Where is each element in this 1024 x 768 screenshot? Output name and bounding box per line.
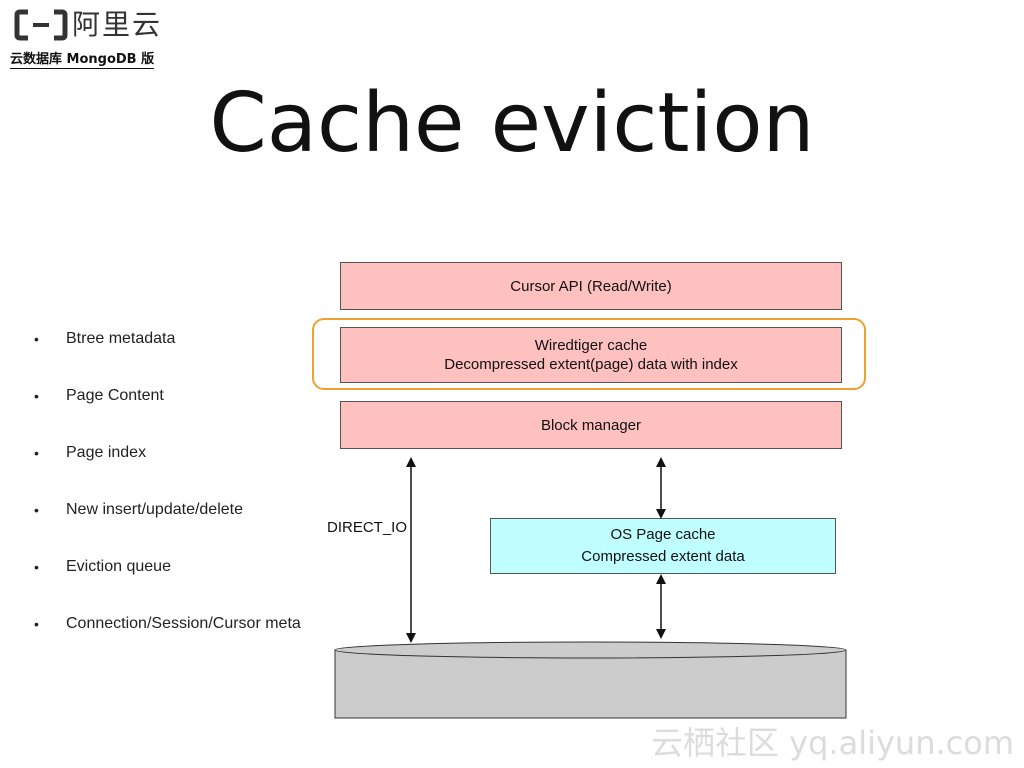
wiredtiger-cache-label: Wiredtiger cache bbox=[534, 337, 648, 354]
os-page-cache-description: Compressed extent data bbox=[581, 548, 745, 565]
block-manager-layer: Block manager bbox=[340, 401, 842, 449]
cache-contents-list: Btree metadata Page Content Page index N… bbox=[30, 328, 301, 670]
wiredtiger-cache-highlight bbox=[312, 318, 866, 390]
direct-io-label: DIRECT_IO bbox=[327, 519, 408, 536]
os-page-cache-layer: OS Page cache Compressed extent data bbox=[490, 518, 836, 574]
wiredtiger-cache-layer: Wiredtiger cache Decompressed extent(pag… bbox=[340, 327, 842, 383]
list-item: Btree metadata bbox=[30, 328, 301, 385]
disk-cylinder bbox=[334, 641, 847, 719]
logo-brand-text: 阿里云 bbox=[72, 8, 163, 41]
list-item: Page index bbox=[30, 442, 301, 499]
aliyun-logo: 阿里云 云数据库 MongoDB 版 bbox=[10, 8, 164, 70]
cursor-api-label: Cursor API (Read/Write) bbox=[510, 277, 672, 295]
watermark: 云栖社区 yq.aliyun.com bbox=[650, 724, 1014, 762]
logo-subtitle: 云数据库 MongoDB 版 bbox=[10, 48, 155, 69]
list-item: Connection/Session/Cursor meta bbox=[30, 613, 301, 670]
list-item: Eviction queue bbox=[30, 556, 301, 613]
os-page-cache-label: OS Page cache bbox=[610, 526, 716, 543]
list-item: Page Content bbox=[30, 385, 301, 442]
list-item: New insert/update/delete bbox=[30, 499, 301, 556]
cursor-api-layer: Cursor API (Read/Write) bbox=[340, 262, 842, 310]
wiredtiger-cache-description: Decompressed extent(page) data with inde… bbox=[444, 356, 738, 373]
block-manager-label: Block manager bbox=[540, 416, 642, 434]
page-title: Cache eviction bbox=[209, 76, 815, 171]
aliyun-logo-icon bbox=[14, 9, 68, 41]
